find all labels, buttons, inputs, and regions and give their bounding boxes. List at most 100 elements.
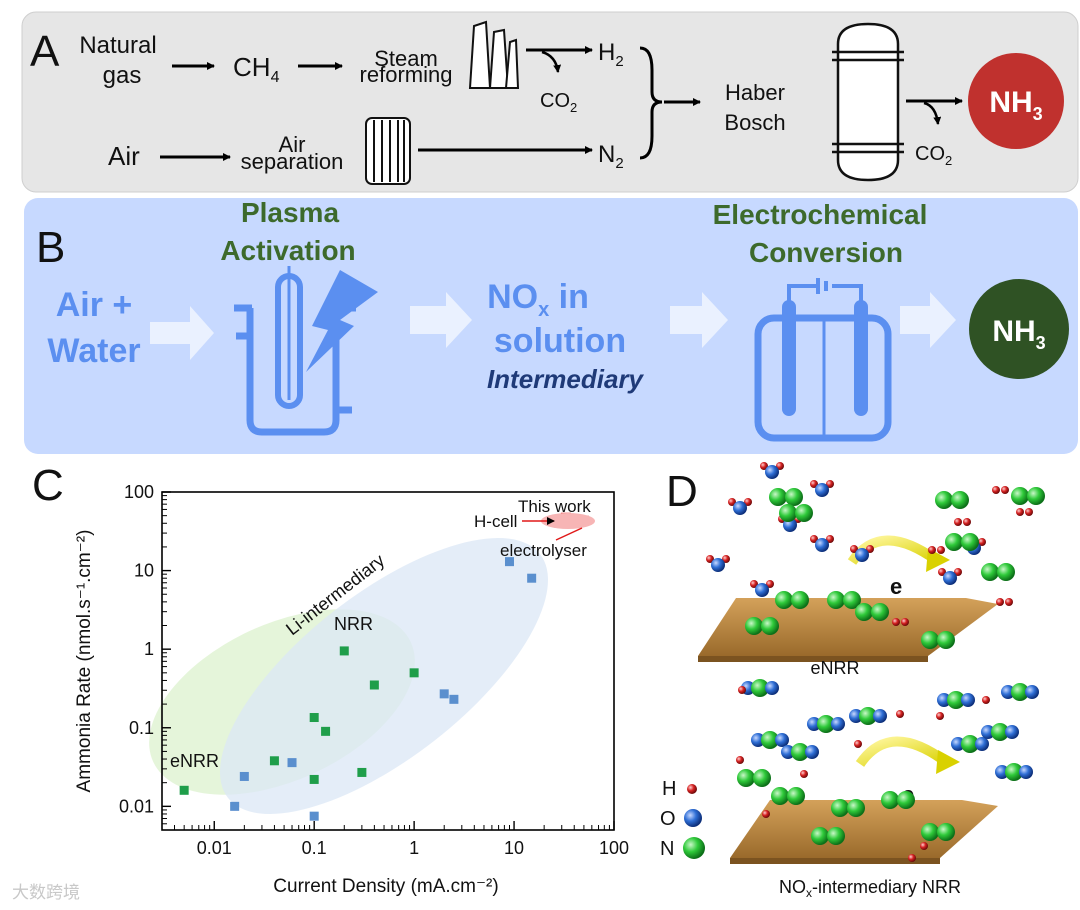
- data-point-li-intermediary-nrr: [239, 771, 249, 781]
- oxygen-atom: [755, 583, 769, 597]
- data-point-enrr: [409, 668, 419, 678]
- nitrogen-atom: [1027, 487, 1045, 505]
- data-point-li-intermediary-nrr: [527, 573, 537, 583]
- solution-label: solution: [494, 322, 626, 360]
- nitrogen-atom: [921, 823, 939, 841]
- oxygen-atom: [951, 737, 965, 751]
- nh3-label-a: NH3: [989, 86, 1042, 124]
- hydrogen-atom: [800, 770, 808, 778]
- hydrogen-atom: [936, 712, 944, 720]
- merge-brace: [639, 46, 663, 160]
- nitrogen-atom: [937, 823, 955, 841]
- oxygen-atom: [815, 538, 829, 552]
- ch4-label: CH4: [233, 52, 280, 86]
- nitrogen-atom: [791, 591, 809, 609]
- y-tick-label: 0.1: [129, 718, 154, 738]
- hydrogen-atom: [928, 546, 936, 554]
- nitrogen-atom: [897, 791, 915, 809]
- nitrogen-atom: [761, 731, 779, 749]
- hydrogen-atom: [963, 518, 971, 526]
- arrow-co2-release-a1: [541, 50, 562, 73]
- steam-label-line2: reforming: [360, 62, 453, 87]
- lightning-bolt-icon: [306, 270, 378, 372]
- nitrogen-atom: [831, 799, 849, 817]
- y-tick-label: 10: [134, 561, 154, 581]
- panel-a-background: [21, 11, 1079, 193]
- oxygen-atom: [765, 681, 779, 695]
- nh3-badge-b: [969, 279, 1069, 379]
- oxygen-atom: [751, 733, 765, 747]
- nitrogen-atom: [779, 504, 797, 522]
- hydrogen-atom: [954, 568, 962, 576]
- panel-a: A Natural gas CH4 Steam reforming H2 CO2…: [21, 11, 1079, 193]
- nitrogen-atom: [771, 787, 789, 805]
- y-axis-label: Ammonia Rate (nmol.s⁻¹.cm⁻²): [74, 530, 95, 793]
- data-point-enrr: [339, 646, 349, 656]
- y-tick-label: 100: [124, 482, 154, 502]
- legend-o-label: O: [660, 808, 676, 830]
- hydrogen-atom: [866, 545, 874, 553]
- oxygen-atom: [855, 548, 869, 562]
- intermediary-label: Intermediary: [487, 364, 645, 394]
- nitrogen-atom: [997, 563, 1015, 581]
- nox-electron-arrow: [855, 736, 949, 767]
- hydrogen-atom: [992, 486, 1000, 494]
- hydrogen-atom: [760, 462, 768, 470]
- legend-h-atom: [687, 784, 697, 794]
- natural-label-line2: gas: [103, 62, 142, 89]
- n2-label: N2: [598, 141, 624, 172]
- hydrogen-atom: [896, 710, 904, 718]
- oxygen-atom: [815, 483, 829, 497]
- nitrogen-atom: [859, 707, 877, 725]
- data-point-enrr: [321, 726, 331, 736]
- hydrogen-atom: [728, 498, 736, 506]
- enrr-electron-label: e: [890, 574, 902, 599]
- data-point-li-intermediary-nrr: [287, 758, 297, 768]
- data-point-li-intermediary-nrr: [309, 811, 319, 821]
- panel-c-letter: C: [32, 461, 64, 510]
- nitrogen-atom: [785, 488, 803, 506]
- hydrogen-atom: [810, 480, 818, 488]
- nitrogen-atom: [881, 791, 899, 809]
- hydrogen-atom: [850, 545, 858, 553]
- nitrogen-atom: [937, 631, 955, 649]
- separation-column-icon: [365, 117, 411, 185]
- oxygen-atom: [1001, 685, 1015, 699]
- electrochemical-cell-icon: [754, 278, 892, 442]
- enrr-caption: eNRR: [810, 658, 859, 678]
- oxygen-atom: [805, 745, 819, 759]
- hydrogen-atom: [920, 842, 928, 850]
- data-point-enrr: [179, 785, 189, 795]
- hydrogen-atom: [738, 686, 746, 694]
- oxygen-atom: [995, 765, 1009, 779]
- oxygen-atom: [1019, 765, 1033, 779]
- electrolyser-label: electrolyser: [500, 541, 587, 560]
- hydrogen-atom: [766, 580, 774, 588]
- oxygen-atom: [807, 717, 821, 731]
- x-tick-label: 1: [409, 838, 419, 858]
- hydrogen-atom: [908, 854, 916, 862]
- enrr-region-label: eNRR: [170, 751, 219, 771]
- enrr-scene: e eNRR: [698, 462, 1045, 678]
- hydrogen-atom: [978, 538, 986, 546]
- x-axis-label: Current Density (mA.cm⁻²): [273, 876, 498, 897]
- data-point-li-intermediary-nrr: [504, 557, 514, 567]
- data-point-enrr: [369, 680, 379, 690]
- nitrogen-atom: [871, 603, 889, 621]
- panel-b-letter: B: [36, 223, 65, 272]
- x-tick-label: 10: [504, 838, 524, 858]
- nitrogen-atom: [737, 769, 755, 787]
- plasma-title-line2: Activation: [220, 235, 355, 266]
- air-label: Air: [108, 141, 140, 171]
- nitrogen-atom: [787, 787, 805, 805]
- reformer-towers-icon: [468, 20, 520, 89]
- oxygen-atom: [733, 501, 747, 515]
- natural-label-line1: Natural: [79, 32, 156, 59]
- nitrogen-atom: [1011, 487, 1029, 505]
- nitrogen-atom: [791, 743, 809, 761]
- nitrogen-atom: [761, 617, 779, 635]
- flow-arrow-2: [410, 292, 472, 348]
- flow-arrow-3: [670, 292, 728, 348]
- hydrogen-atom: [810, 535, 818, 543]
- nitrogen-atom: [817, 715, 835, 733]
